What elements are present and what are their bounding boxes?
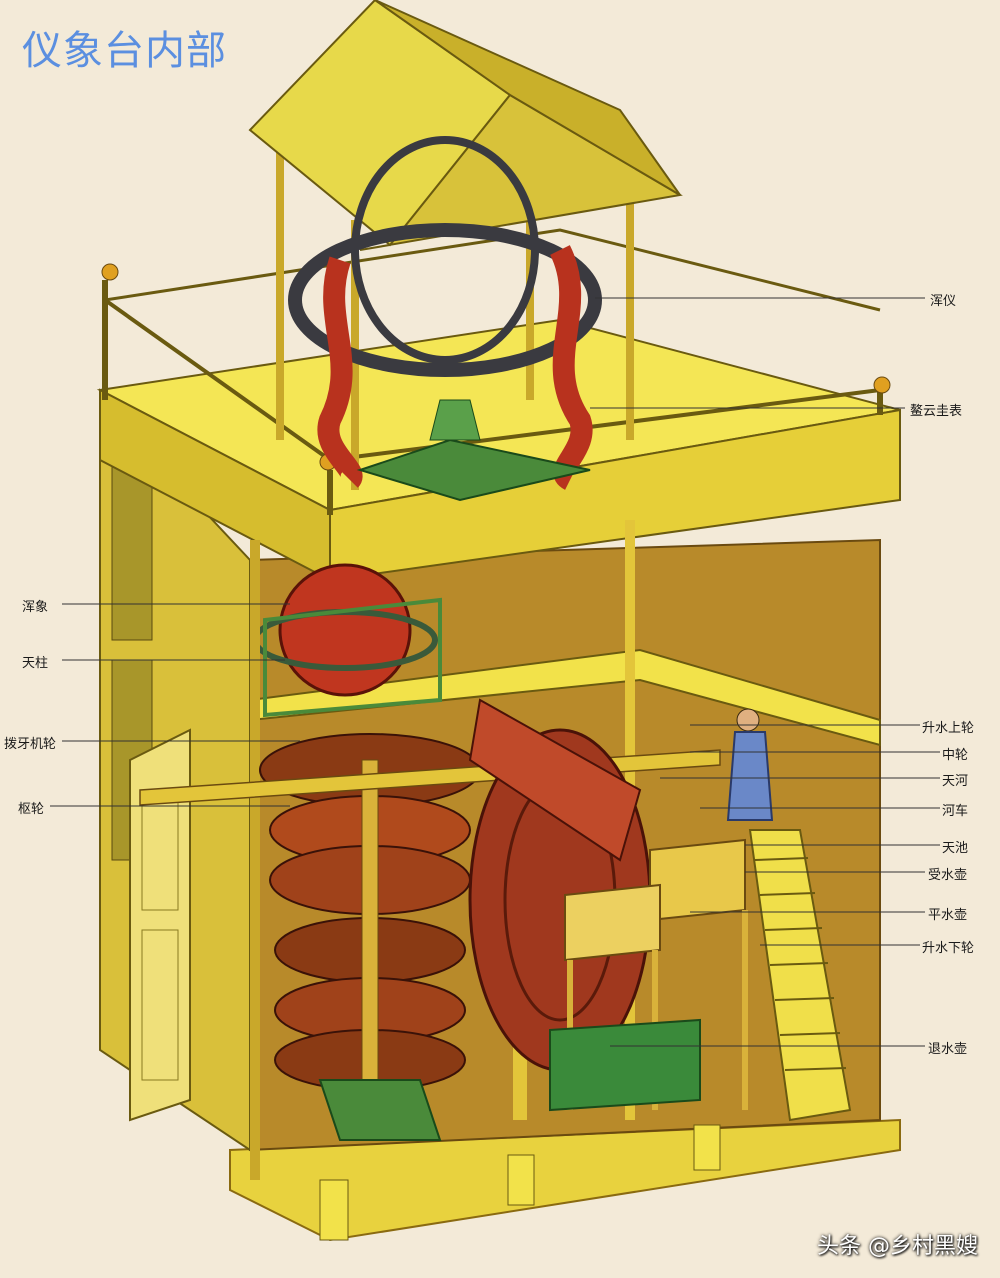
finial	[873, 376, 891, 394]
leader-lines-left	[50, 603, 300, 807]
drain-tank	[549, 1018, 701, 1112]
page-title: 仪象台内部	[22, 28, 227, 74]
water-chain	[468, 698, 642, 862]
drive-axle	[361, 759, 379, 1081]
label-bayaji: 拨牙机轮	[4, 737, 57, 752]
left-door	[129, 728, 191, 1122]
base-post	[507, 1154, 535, 1206]
label-shulun: 枢轮	[18, 802, 45, 817]
celestial-globe	[278, 563, 412, 697]
water-tank-mid	[564, 883, 661, 962]
label-zhonglun: 中轮	[942, 748, 969, 763]
stair-steps	[754, 857, 847, 1071]
label-pingshui: 平水壶	[928, 908, 968, 923]
label-aoyun: 鳌云圭表	[910, 404, 963, 419]
worker-body	[726, 731, 774, 821]
water-tank-upper	[649, 838, 746, 922]
armillary-ring	[351, 136, 539, 364]
dragon-pillar	[549, 245, 593, 490]
label-tianzhu: 天柱	[22, 656, 49, 671]
railing	[104, 228, 881, 312]
label-tianchi: 天池	[942, 841, 969, 856]
finial	[101, 263, 119, 281]
label-hunxiang: 浑象	[22, 600, 49, 615]
ground-beam	[318, 1079, 442, 1141]
armillary-base	[356, 438, 591, 502]
dragon-pillar	[317, 256, 363, 488]
base-post	[693, 1124, 721, 1171]
label-tuishui: 退水壶	[928, 1042, 968, 1057]
label-hunyi: 浑仪	[930, 294, 957, 309]
globe-frame	[263, 597, 442, 718]
label-shengxia: 升水下轮	[922, 941, 975, 956]
watermark: 头条 @乡村黑嫂	[817, 1234, 978, 1259]
label-heche: 河车	[942, 804, 969, 819]
armillary-ring	[288, 223, 602, 377]
staircase	[748, 829, 852, 1122]
leader-lines-right	[590, 297, 940, 1047]
base-post	[319, 1179, 349, 1241]
pavilion-roof-side	[374, 0, 681, 196]
worker-head	[736, 708, 760, 732]
armillary-column	[429, 399, 481, 441]
label-tianhe: 天河	[942, 774, 969, 789]
label-shoushui: 受水壶	[928, 868, 968, 883]
door-panel	[141, 929, 179, 1081]
label-shengshang: 升水上轮	[922, 721, 975, 736]
